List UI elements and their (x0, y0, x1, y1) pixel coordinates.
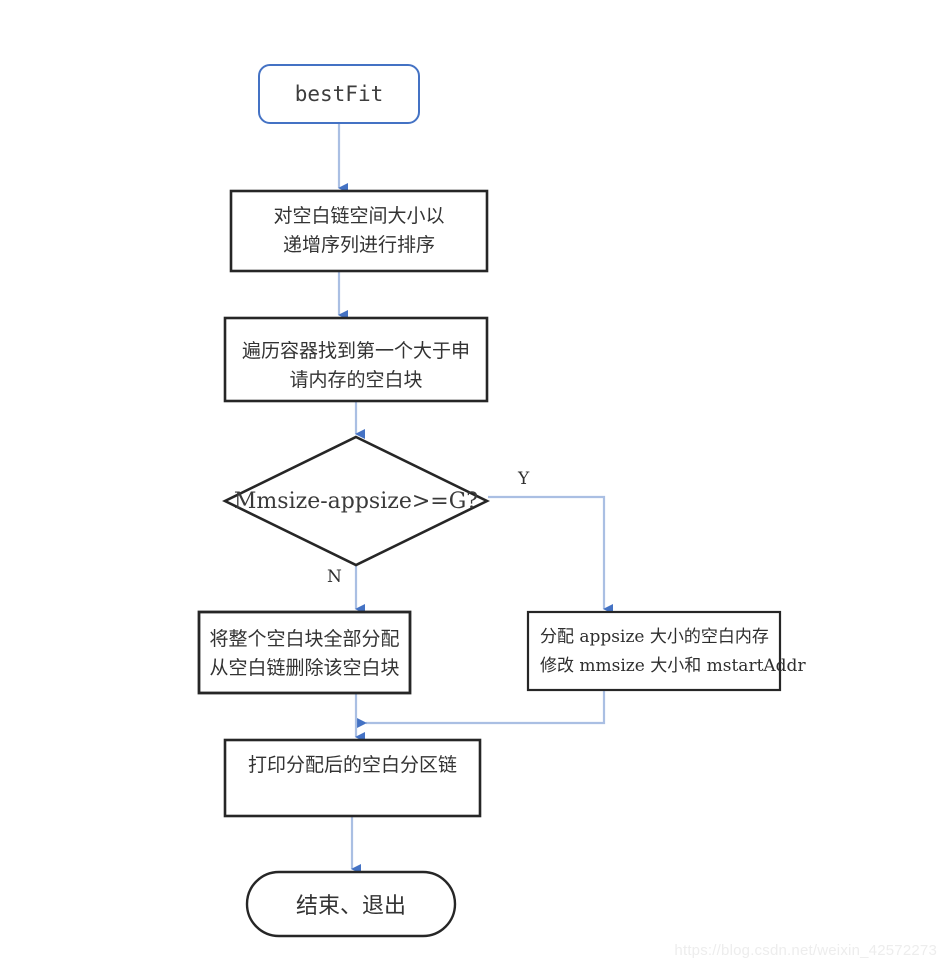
node-print-free-list-shape[interactable] (223, 738, 482, 818)
node-start-shape[interactable] (258, 64, 420, 124)
branch-label-yes: Y (518, 469, 530, 489)
connectors (337, 123, 613, 874)
node-allocate-partial-block-shape[interactable] (526, 610, 782, 692)
node-traverse-container-shape[interactable] (223, 316, 489, 403)
connector-partial-block-to-merge (357, 691, 606, 728)
node-sort-free-list-shape[interactable] (229, 189, 489, 273)
watermark-text: https://blog.csdn.net/weixin_42572273 (674, 942, 937, 959)
node-decision-shape[interactable] (222, 435, 490, 567)
branch-label-no: N (327, 567, 342, 587)
node-end-shape[interactable] (245, 870, 457, 938)
node-allocate-whole-block-shape[interactable] (197, 610, 412, 695)
connector-decision-yes-to-partial-block (488, 495, 613, 614)
